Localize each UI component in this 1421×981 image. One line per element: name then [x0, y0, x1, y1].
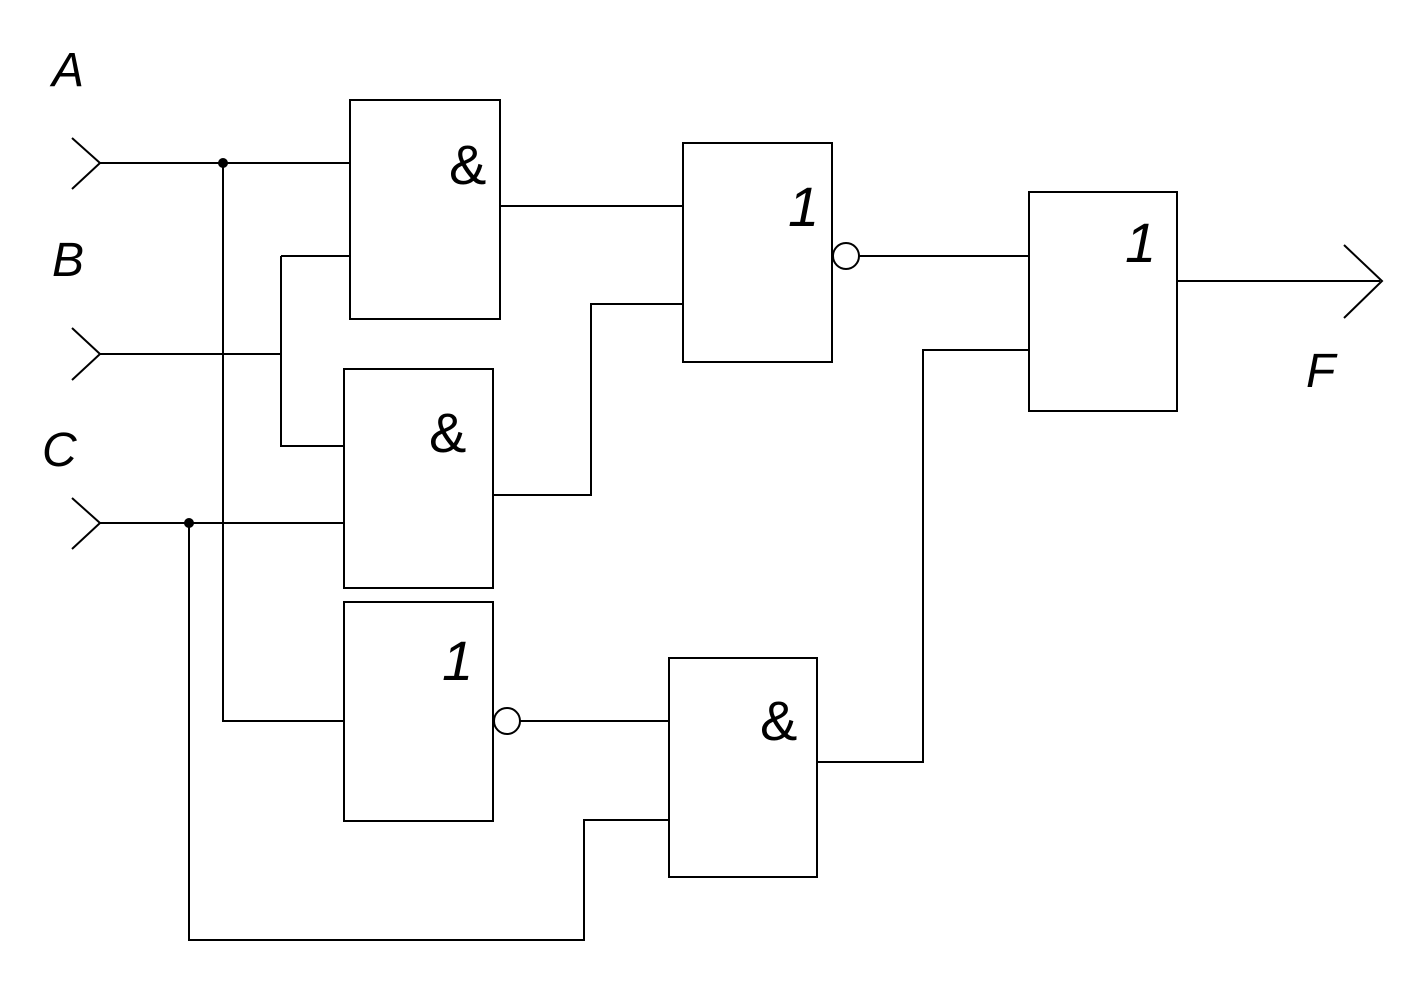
- gate-and2: &: [343, 368, 494, 589]
- gate-nor2: 1: [343, 601, 521, 822]
- gate-symbol-and1: &: [449, 133, 486, 196]
- gate-symbol-and2: &: [429, 401, 466, 464]
- wire-a-to-nor2: [222, 163, 344, 722]
- wire-c-to-and3: [188, 523, 678, 941]
- gate-symbol-or1: 1: [1125, 211, 1156, 274]
- input-label-b: B: [52, 234, 84, 287]
- output-label-f: F: [1306, 345, 1338, 398]
- inversion-bubble-nor2: [493, 707, 521, 735]
- input-marker-a: [71, 137, 102, 190]
- junction-dot-a: [218, 158, 228, 168]
- gate-symbol-and3: &: [760, 689, 797, 752]
- output-arrowhead: [1343, 244, 1384, 319]
- input-label-a: A: [49, 44, 84, 97]
- wire-b-to-and2: [280, 256, 344, 447]
- gate-and1: &: [349, 99, 501, 320]
- gate-or1: 1: [1028, 191, 1178, 412]
- wire-and3-to-or1: [815, 349, 1035, 763]
- junction-dot-c: [184, 518, 194, 528]
- input-marker-b: [71, 327, 102, 381]
- input-marker-c: [71, 497, 102, 550]
- input-label-c: C: [42, 424, 77, 477]
- inversion-bubble-nor1: [832, 242, 860, 270]
- gate-nor1: 1: [682, 142, 860, 363]
- gate-symbol-nor1: 1: [788, 175, 819, 238]
- gate-and3: &: [668, 657, 818, 878]
- wire-and2-to-nor1: [493, 303, 683, 496]
- gate-symbol-nor2: 1: [442, 629, 473, 692]
